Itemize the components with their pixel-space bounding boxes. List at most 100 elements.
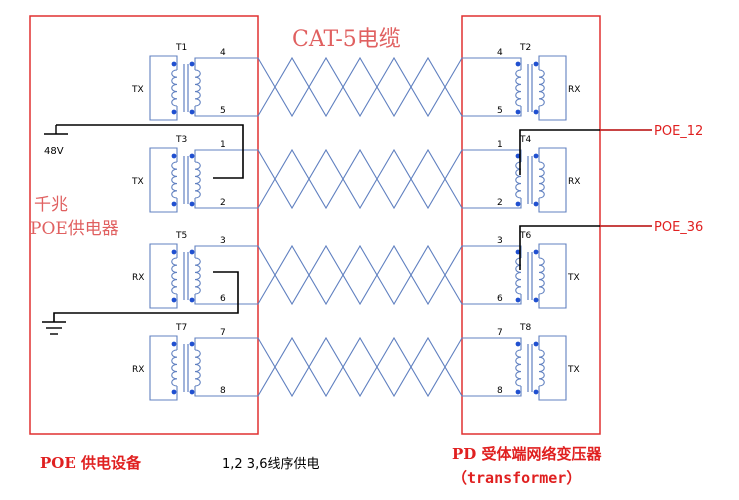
pin-number: 5 — [220, 106, 226, 116]
pin-number: 2 — [497, 198, 503, 208]
pin-lead — [462, 245, 522, 250]
role-label: TX — [567, 273, 580, 283]
pin-lead — [194, 114, 258, 117]
polarity-dot — [515, 341, 521, 347]
pd-caption-line1: PD 受体端网络变压器 — [452, 445, 603, 463]
secondary-coil — [194, 257, 201, 295]
polarity-dot — [515, 297, 521, 303]
role-label: TX — [131, 177, 144, 187]
polarity-dot — [171, 153, 177, 159]
polarity-dot — [171, 61, 177, 67]
polarity-dot — [533, 341, 539, 347]
polarity-dot — [515, 109, 521, 115]
polarity-dot — [515, 153, 521, 159]
cat5-twisted-pairs — [210, 56, 507, 398]
voltage-label: 48V — [44, 146, 64, 157]
transformer-id: T8 — [519, 323, 531, 333]
poe12-label: POE_12 — [654, 124, 703, 139]
power-feed-wires — [42, 124, 652, 335]
pair-2-wire-b — [210, 244, 507, 306]
pin-number: 3 — [497, 236, 503, 246]
polarity-dot — [189, 389, 195, 395]
pin-lead — [462, 302, 522, 305]
secondary-coil — [538, 257, 545, 295]
pin-lead — [462, 57, 522, 62]
primary-loop — [149, 147, 178, 213]
polarity-dot — [533, 389, 539, 395]
pair-3-wire-b — [210, 336, 507, 398]
pin-lead — [462, 394, 522, 397]
pin-lead — [194, 337, 258, 342]
pair-0-wire-a — [210, 56, 507, 118]
supply-note: 1,2 3,6线序供电 — [222, 457, 319, 472]
secondary-coil — [194, 69, 201, 107]
pin-number: 6 — [220, 294, 226, 304]
secondary-coil — [538, 69, 545, 107]
primary-coil — [515, 349, 522, 387]
pin-lead — [194, 394, 258, 397]
pin-number: 8 — [497, 386, 503, 396]
pin-lead — [194, 245, 258, 250]
secondary-coil — [538, 349, 545, 387]
polarity-dot — [533, 153, 539, 159]
polarity-dot — [515, 201, 521, 207]
polarity-dot — [533, 297, 539, 303]
pse-name-line2: POE供电器 — [30, 219, 119, 239]
polarity-dot — [189, 153, 195, 159]
poe12-wire — [519, 129, 652, 175]
transformer-id: T7 — [175, 323, 187, 333]
pd-caption-line2: （transformer） — [452, 469, 581, 487]
poe36-label: POE_36 — [654, 220, 703, 235]
pd-box — [461, 15, 601, 435]
polarity-dot — [171, 201, 177, 207]
polarity-dot — [533, 201, 539, 207]
polarity-dot — [189, 201, 195, 207]
pin-number: 2 — [220, 198, 226, 208]
secondary-loop — [538, 147, 567, 213]
pair-0-wire-b — [210, 56, 507, 118]
transformer-id: T2 — [519, 43, 531, 53]
pin-number: 1 — [497, 140, 503, 150]
pair-3-wire-a — [210, 336, 507, 398]
secondary-loop — [538, 243, 567, 309]
pin-lead — [194, 206, 258, 209]
ground-wire — [53, 271, 239, 322]
pair-1-wire-a — [210, 148, 507, 210]
primary-coil — [171, 257, 178, 295]
pin-number: 8 — [220, 386, 226, 396]
polarity-dot — [171, 249, 177, 255]
primary-loop — [149, 335, 178, 401]
polarity-dot — [189, 297, 195, 303]
pin-lead — [462, 337, 522, 342]
primary-coil — [171, 161, 178, 199]
secondary-coil — [194, 349, 201, 387]
pin-lead — [194, 149, 258, 154]
secondary-coil — [538, 161, 545, 199]
pin-lead — [194, 302, 258, 305]
pin-number: 5 — [497, 106, 503, 116]
pin-number: 1 — [220, 140, 226, 150]
role-label: TX — [567, 365, 580, 375]
role-label: RX — [132, 273, 144, 283]
polarity-dot — [171, 341, 177, 347]
primary-loop — [149, 55, 178, 121]
pin-lead — [462, 206, 522, 209]
pin-number: 6 — [497, 294, 503, 304]
role-label: TX — [131, 85, 144, 95]
poe36-wire — [519, 225, 652, 270]
pse-box — [29, 15, 259, 435]
pin-lead — [462, 149, 522, 154]
pin-number: 7 — [497, 328, 503, 338]
primary-loop — [149, 243, 178, 309]
polarity-dot — [515, 249, 521, 255]
pin-lead — [462, 114, 522, 117]
